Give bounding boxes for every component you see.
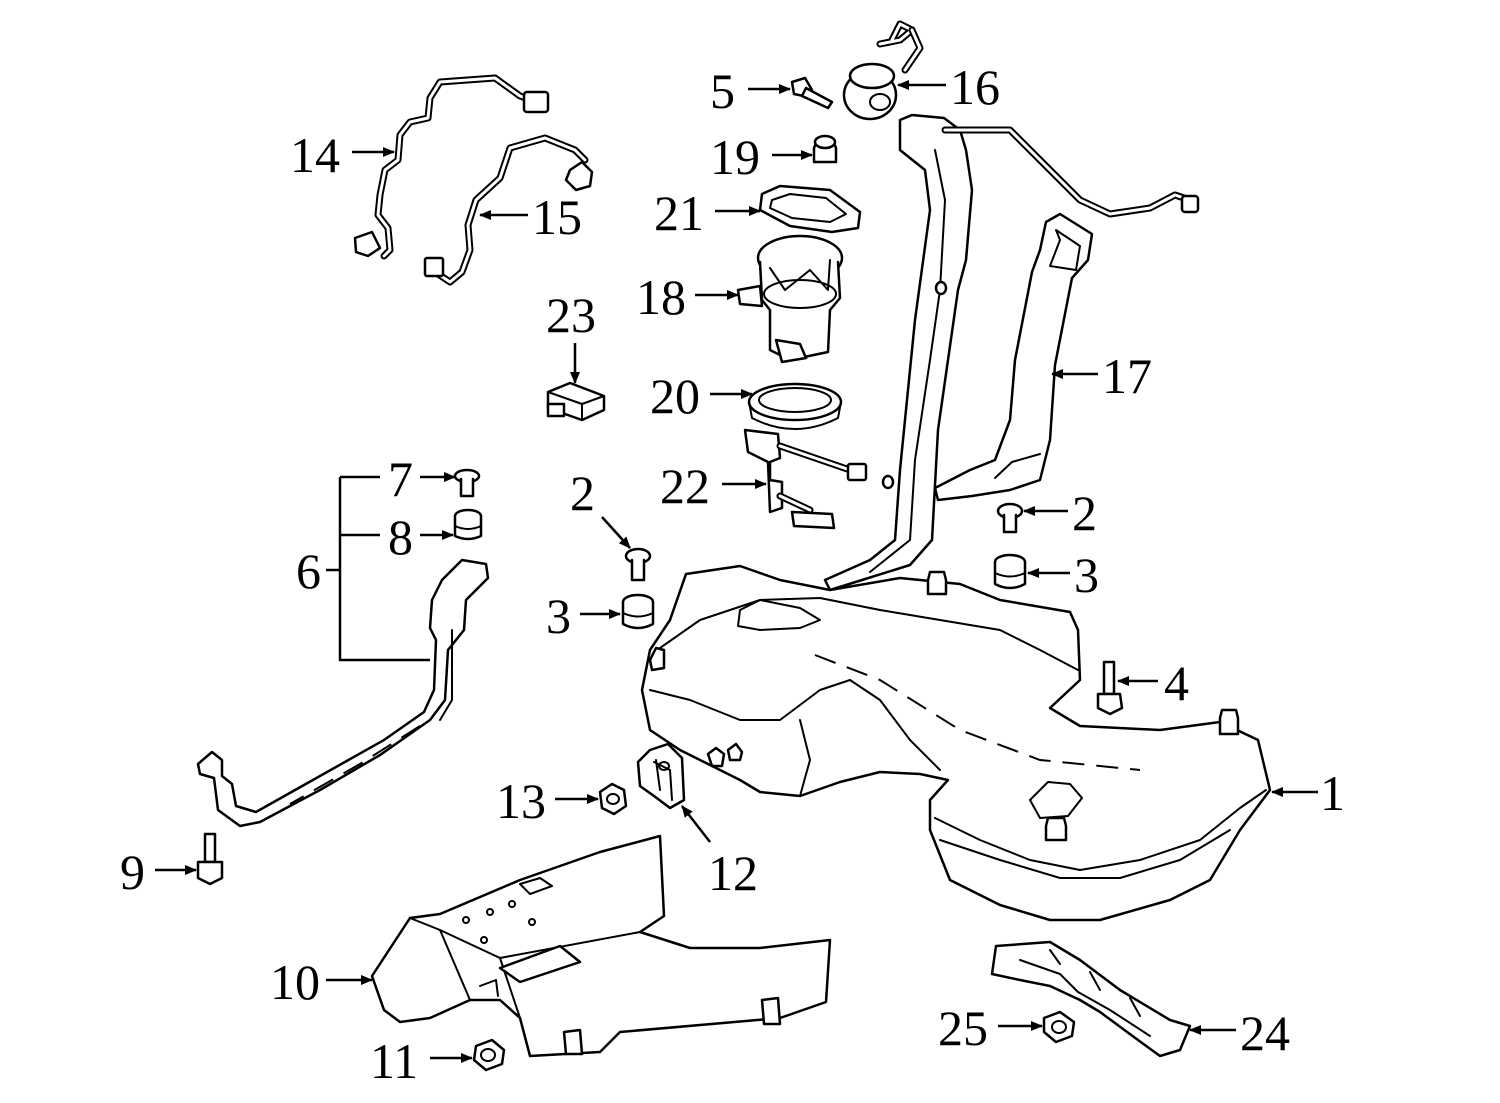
arrow-2-left [601,516,631,549]
callout-5: 5 [710,63,735,119]
callout-15: 15 [532,189,582,245]
callout-9: 9 [120,844,145,900]
callout-6: 6 [296,543,321,599]
callout-17: 17 [1102,348,1152,404]
callout-10: 10 [270,954,320,1010]
callout-7: 7 [388,451,413,507]
callout-24: 24 [1240,1005,1290,1061]
part-11-nut [472,1038,506,1072]
leader-arrows [155,80,1318,1063]
arrow-12 [681,805,711,843]
part-1-fuel-tank [640,564,1272,922]
part-19-valve [812,134,838,164]
callout-20: 20 [650,368,700,424]
part-25-nut [1042,1010,1076,1044]
callout-18: 18 [636,269,686,325]
part-9-bolt [196,832,224,886]
part-7-bolt [453,468,481,498]
part-14-sensor-wire [353,74,550,260]
callout-12: 12 [708,845,758,901]
part-12-bracket [636,742,686,810]
part-4-bolt [1096,660,1124,716]
part-5-bolt [790,76,834,110]
callout-11: 11 [370,1033,418,1089]
part-3-grommet-right [993,553,1027,590]
filler-neck-pipe [823,113,1200,592]
part-2-isolator-right [996,502,1024,534]
part-10-underbody-shield [370,834,832,1058]
callout-14: 14 [290,127,340,183]
part-15-sensor-wire [423,134,594,286]
part-20-ring [747,382,843,430]
part-2-isolator-left [624,547,652,582]
part-8-insulator [453,508,483,541]
callout-19: 19 [710,129,760,185]
callout-3-left: 3 [546,588,571,644]
callout-22: 22 [660,458,710,514]
callout-16: 16 [950,59,1000,115]
callout-4: 4 [1164,655,1189,711]
callout-21: 21 [654,185,704,241]
callout-labels: 1 2 2 3 3 4 5 6 7 8 9 10 11 12 13 14 15 … [120,59,1345,1089]
callout-23: 23 [546,287,596,343]
callout-2-right: 2 [1072,485,1097,541]
part-22-level-sender [743,428,868,530]
part-13-nut [598,782,628,816]
callout-2-left: 2 [570,465,595,521]
part-17-heat-shield [933,212,1094,502]
callout-1: 1 [1320,765,1345,821]
part-16-cap [842,20,924,121]
part-3-grommet-left [621,593,655,630]
part-21-seal-plate [758,184,862,234]
part-6-bracket [326,475,430,662]
part-6-tank-strap [196,558,490,828]
callout-25: 25 [938,1000,988,1056]
part-18-fuel-pump [736,234,844,364]
callout-13: 13 [496,773,546,829]
part-24-shield [990,940,1192,1058]
part-23-module [546,381,606,422]
callout-8: 8 [388,509,413,565]
callout-3-right: 3 [1074,547,1099,603]
